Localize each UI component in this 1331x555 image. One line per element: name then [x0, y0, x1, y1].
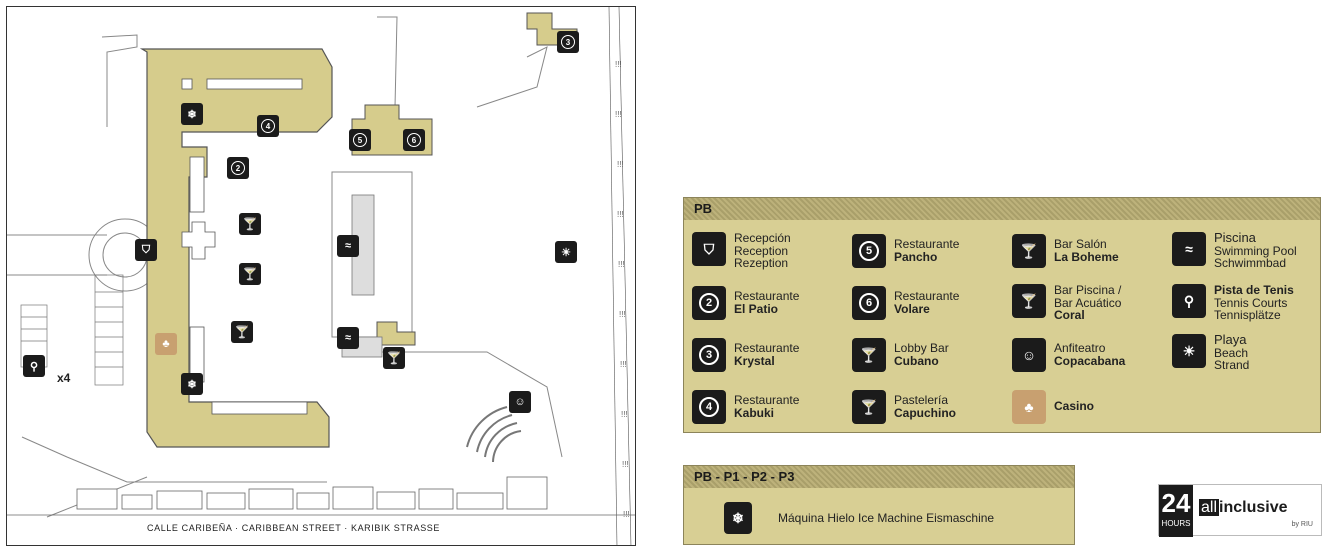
pool-icon[interactable]: ≈ [337, 235, 359, 257]
beach-icon: ☀ [1172, 334, 1206, 368]
restaurant-6-icon[interactable]: 6 [403, 129, 425, 151]
resort-map: !!!!!!!!! !!!!!!!!! !!!!!!!!! !!! [6, 6, 636, 546]
restaurant-4-icon[interactable]: 4 [257, 115, 279, 137]
svg-text:!!!: !!! [620, 360, 627, 369]
ice-machine-icon[interactable]: ❄ [181, 373, 203, 395]
reception-icon: ⛉ [692, 232, 726, 266]
restaurant-5-icon[interactable]: 5 [349, 129, 371, 151]
restaurant-icon: 2 [692, 286, 726, 320]
ice-panel-title: PB - P1 - P2 - P3 [684, 466, 1074, 488]
svg-text:!!!: !!! [615, 110, 622, 119]
pool-icon: ≈ [1172, 232, 1206, 266]
svg-text:!!!: !!! [623, 510, 630, 519]
restaurant-3-icon[interactable]: 3 [557, 31, 579, 53]
logo-24: 24 [1159, 485, 1193, 537]
tennis-count-label: x4 [57, 371, 71, 385]
cocktail-icon: 🍸 [852, 338, 886, 372]
theatre-masks-icon[interactable]: ☺ [509, 391, 531, 413]
tennis-icon: ⚲ [1172, 284, 1206, 318]
bar-9-icon[interactable]: 🍸 [231, 321, 253, 343]
street-label: CALLE CARIBEÑA · CARIBBEAN STREET · KARI… [147, 523, 441, 533]
bar-7-icon[interactable]: 🍸 [239, 263, 261, 285]
bar-10-icon[interactable]: 🍸 [383, 347, 405, 369]
logo-by-riu: by RIU [1291, 521, 1313, 528]
svg-text:!!!: !!! [617, 210, 624, 219]
cocktail-icon: 🍸 [852, 390, 886, 424]
restaurant-2-icon[interactable]: 2 [227, 157, 249, 179]
svg-text:!!!: !!! [618, 260, 625, 269]
cocktail-icon: 🍸 [1012, 284, 1046, 318]
beach-icon[interactable]: ☀ [555, 241, 577, 263]
restaurant-icon: 6 [852, 286, 886, 320]
svg-text:!!!: !!! [617, 160, 624, 169]
svg-text:!!!: !!! [619, 310, 626, 319]
legend-title: PB [684, 198, 1320, 220]
map-drawing: !!!!!!!!! !!!!!!!!! !!!!!!!!! !!! [7, 7, 635, 545]
restaurant-icon: 4 [692, 390, 726, 424]
ice-machine-panel: PB - P1 - P2 - P3 ❄ Máquina Hielo Ice Ma… [683, 465, 1075, 545]
ice-machine-label: Máquina Hielo Ice Machine Eismaschine [778, 511, 995, 525]
svg-text:!!!: !!! [615, 60, 622, 69]
legend-item-casino: ♣ Casino [1012, 390, 1094, 424]
logo-hours: HOURS [1161, 519, 1191, 528]
pool-icon[interactable]: ≈ [337, 327, 359, 349]
casino-cards-icon: ♣ [1012, 390, 1046, 424]
tennis-icon[interactable]: ⚲ [23, 355, 45, 377]
svg-text:!!!: !!! [621, 410, 628, 419]
cocktail-icon: 🍸 [1012, 234, 1046, 268]
theatre-masks-icon: ☺ [1012, 338, 1046, 372]
ice-machine-row: ❄ Máquina Hielo Ice Machine Eismaschine [724, 502, 994, 534]
restaurant-icon: 3 [692, 338, 726, 372]
ice-machine-icon[interactable]: ❄ [181, 103, 203, 125]
casino-cards-icon[interactable]: ♣ [155, 333, 177, 355]
ice-machine-icon: ❄ [724, 502, 752, 534]
svg-text:!!!: !!! [622, 460, 629, 469]
restaurant-icon: 5 [852, 234, 886, 268]
bar-8-icon[interactable]: 🍸 [239, 213, 261, 235]
reception-icon[interactable]: ⛉ [135, 239, 157, 261]
